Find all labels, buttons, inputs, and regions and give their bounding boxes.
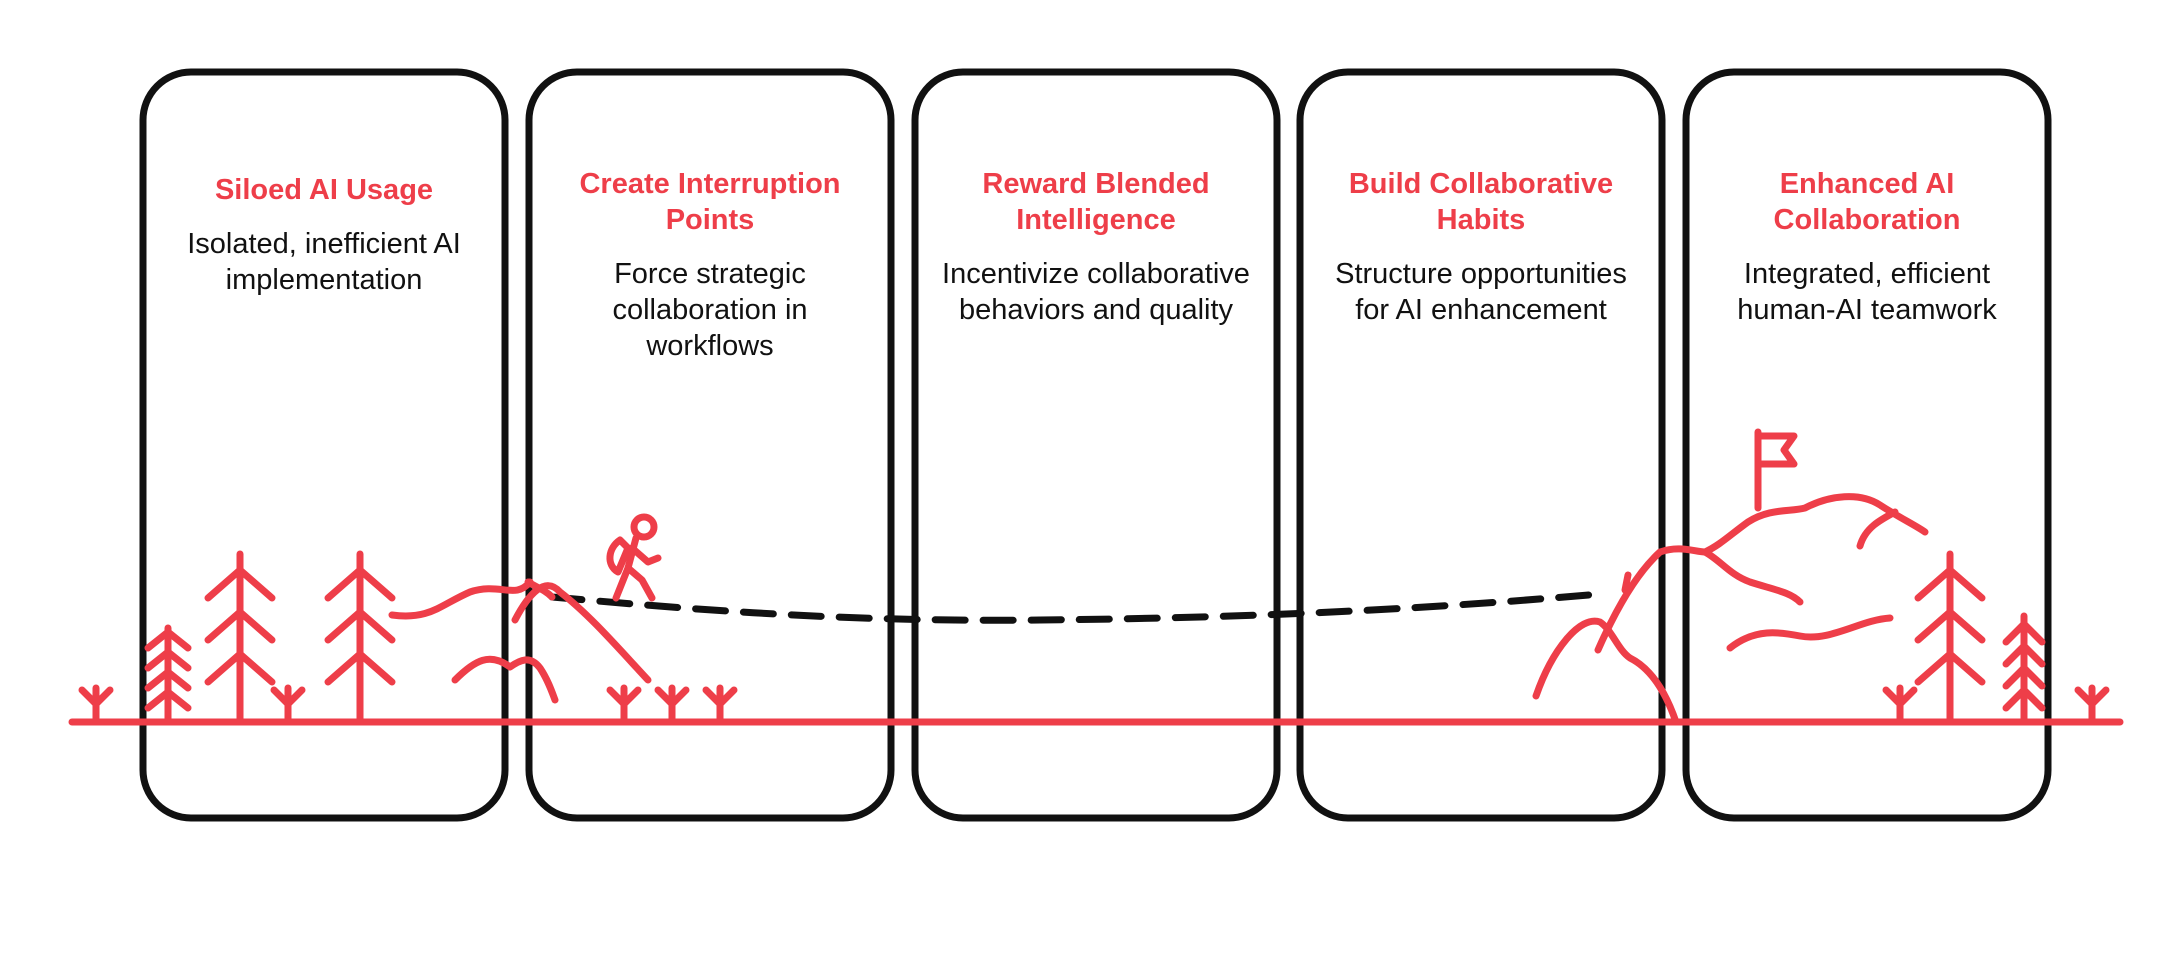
stage-panel-5 (1682, 68, 2052, 822)
stage-description: Structure opportunities for AI enhanceme… (1335, 258, 1627, 326)
stage-4: Build Collaborative Habits Structure opp… (1316, 166, 1646, 328)
stage-description: Isolated, inefficient AI implementation (187, 228, 461, 296)
tree-icon (324, 550, 396, 726)
stage-title: Enhanced AI Collaboration (1773, 168, 1961, 236)
stage-description: Incentivize collaborative behaviors and … (942, 258, 1250, 326)
tree-icon (1914, 550, 1986, 726)
stage-title: Create Interruption Points (579, 168, 841, 236)
stage-panel-2 (525, 68, 895, 822)
tree-icon (204, 550, 276, 726)
hiker-icon (606, 513, 662, 602)
stage-2: Create Interruption Points Force strateg… (545, 166, 875, 364)
tree-icon (2002, 612, 2046, 726)
stage-title: Reward Blended Intelligence (982, 168, 1210, 236)
grass-icon (78, 684, 738, 726)
stage-panel-1 (139, 68, 509, 822)
stage-title: Siloed AI Usage (214, 174, 434, 206)
stage-panels (139, 68, 2052, 822)
stage-description: Integrated, efficient human-AI teamwork (1737, 258, 1997, 326)
stage-panel-3 (911, 68, 1281, 822)
stage-3: Reward Blended Intelligence Incentivize … (931, 166, 1261, 328)
stage-panel-4 (1296, 68, 1666, 822)
flag-icon (1754, 428, 1798, 512)
hill-icon (388, 578, 652, 704)
mountain-icon (1532, 493, 1929, 726)
tree-icon (144, 624, 192, 726)
grass-icon (1882, 684, 2110, 726)
journey-path (548, 590, 1604, 624)
stage-1: Siloed AI Usage Isolated, inefficient AI… (159, 172, 489, 298)
stage-description: Force strategic collaboration in workflo… (612, 258, 808, 362)
stage-title: Build Collaborative Habits (1348, 168, 1614, 236)
stage-5: Enhanced AI Collaboration Integrated, ef… (1702, 166, 2032, 328)
